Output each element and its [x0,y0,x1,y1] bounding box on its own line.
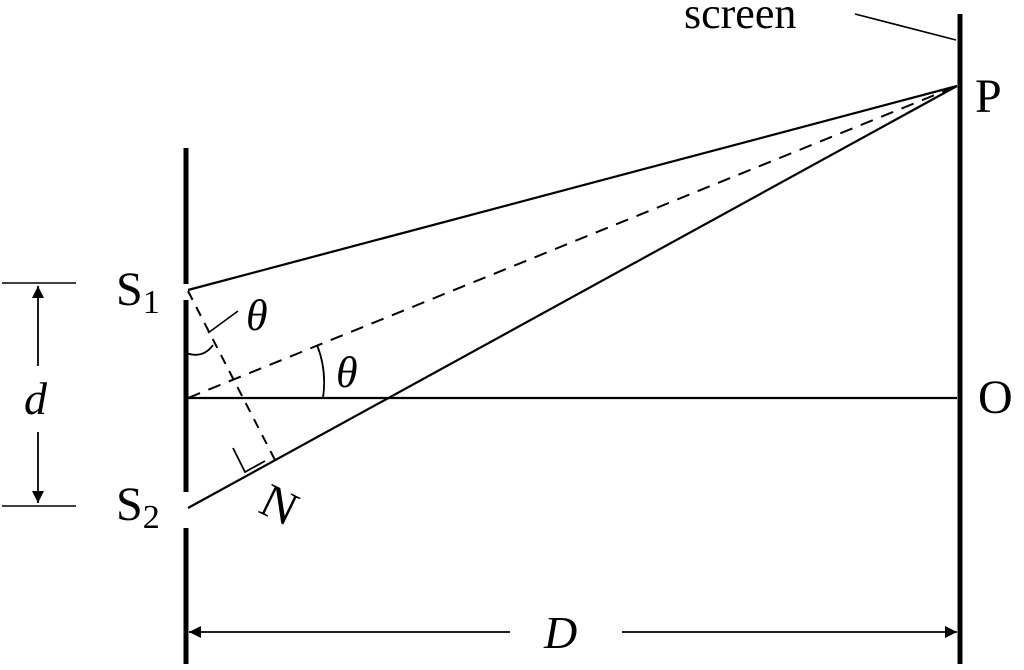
slit-2-label: S2 [116,478,160,536]
perpendicular-s1-n [187,290,276,461]
slit-2-letter: S [116,478,143,531]
point-n-label: N [252,474,306,537]
ray-s1-to-p [187,84,958,292]
angle-pointer-at-slit [207,310,239,334]
angle-arc-at-slit [185,344,214,356]
central-dashed-line [187,85,958,399]
point-p-label: P [975,70,1002,123]
angle-label-at-center: θ [336,348,358,397]
distance-label: D [543,607,577,658]
slit-1-subscript: 1 [143,284,160,321]
right-angle-mark [232,447,266,474]
slit-1-letter: S [116,263,143,316]
angle-label-at-slit: θ [246,291,268,340]
separation-label: d [24,373,48,424]
slit-1-label: S1 [116,263,160,321]
ray-s2-to-p [187,85,958,509]
slit-2-subscript: 2 [143,499,160,536]
angle-arc-at-center [316,344,326,399]
point-o-label: O [978,371,1013,424]
screen-leader-line [854,13,957,41]
screen-label: screen [684,0,796,38]
